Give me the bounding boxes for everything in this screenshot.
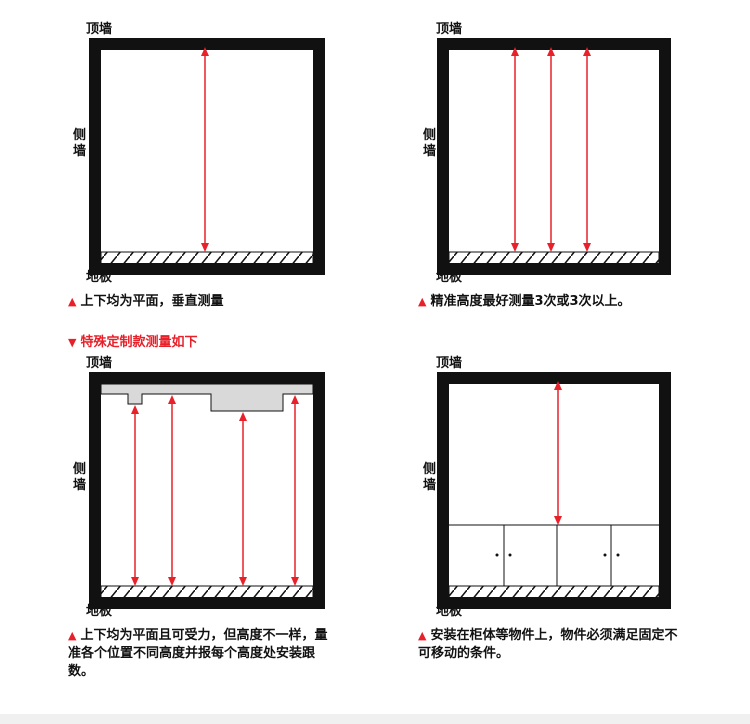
measure-arrow	[547, 47, 555, 252]
diagram-panel-4: 顶墙 侧墙 地板 ▲安装在柜体等物件上，物件必须满足固定不可移动的	[350, 334, 725, 696]
room-diagram-3	[89, 372, 325, 609]
triangle-icon: ▲	[418, 629, 427, 642]
ceiling-label: 顶墙	[436, 356, 463, 371]
bottom-strip	[0, 714, 750, 724]
room-diagram-4	[437, 372, 671, 609]
caption-2: ▲精准高度最好测量3次或3次以上。	[418, 293, 718, 311]
caption-1: ▲上下均为平面，垂直测量	[68, 293, 358, 311]
room-outline	[437, 38, 671, 275]
triangle-icon: ▲	[418, 295, 427, 308]
side-wall-label: 侧墙	[72, 128, 86, 159]
ceiling-label: 顶墙	[86, 356, 113, 371]
triangle-icon: ▲	[68, 295, 77, 308]
diagram-panel-2: 顶墙 侧墙 地板 ▲精准高度最好测量3次或3次以上。	[350, 0, 725, 362]
caption-text: 上下均为平面且可受力，但高度不一样，量准各个位置不同高度并报每个高度处安装跟数。	[68, 628, 328, 679]
measure-arrow	[131, 405, 139, 586]
measure-arrow	[168, 395, 176, 586]
diagram-panel-3: 顶墙 侧墙 地板 ▲上	[0, 334, 375, 696]
room-diagram-1	[89, 38, 325, 275]
triangle-icon: ▲	[68, 629, 77, 642]
floor-hatch	[448, 251, 660, 269]
caption-text: 上下均为平面，垂直测量	[80, 294, 224, 309]
caption-text: 安装在柜体等物件上，物件必须满足固定不可移动的条件。	[418, 628, 678, 661]
side-wall-label: 侧墙	[422, 128, 436, 159]
measure-arrow	[239, 412, 247, 586]
measure-arrow	[511, 47, 519, 252]
floor-hatch	[448, 585, 660, 603]
caption-text: 精准高度最好测量3次或3次以上。	[430, 294, 631, 309]
ceiling-label: 顶墙	[436, 22, 463, 37]
room-diagram-2	[437, 38, 671, 275]
floor-hatch	[100, 585, 314, 603]
diagram-panel-1: 顶墙 侧墙 地板 ▲上下均为平面，垂直测量	[0, 0, 375, 362]
side-wall-label: 侧墙	[422, 462, 436, 493]
side-wall-label: 侧墙	[72, 462, 86, 493]
caption-4: ▲安装在柜体等物件上，物件必须满足固定不可移动的条件。	[418, 627, 688, 663]
floor-hatch	[100, 251, 314, 269]
cabinet	[449, 524, 659, 586]
measure-arrow	[291, 395, 299, 586]
measure-arrow	[201, 47, 209, 252]
cabinet-handle-dots	[495, 553, 620, 557]
ceiling-label: 顶墙	[86, 22, 113, 37]
section-heading-text: 特殊定制款测量如下	[80, 335, 198, 350]
room-outline	[89, 38, 325, 275]
down-triangle-icon: ▼	[68, 336, 77, 349]
room-outline	[437, 372, 671, 609]
uneven-ceiling	[100, 383, 314, 412]
measure-arrow	[583, 47, 591, 252]
special-section-heading: ▼特殊定制款测量如下	[68, 331, 197, 350]
room-outline	[89, 372, 325, 609]
caption-3: ▲上下均为平面且可受力，但高度不一样，量准各个位置不同高度并报每个高度处安装跟数…	[68, 627, 340, 681]
measure-arrow	[554, 381, 562, 525]
